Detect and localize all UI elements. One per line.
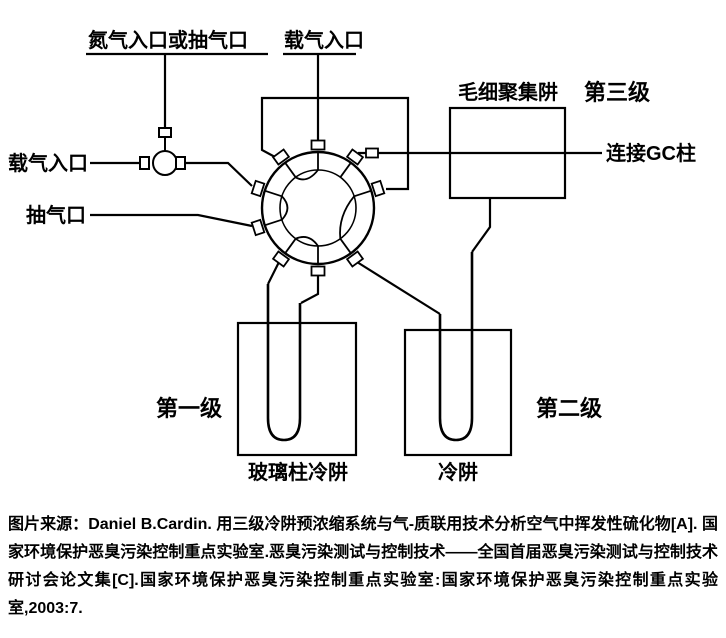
carrier-inlet-left-label: 载气入口 [8, 151, 88, 175]
bypass-line [260, 96, 410, 191]
valve-left-fitting [139, 156, 150, 170]
nitrogen-inlet-label: 氮气入口或抽气口 [88, 28, 248, 52]
shutoff-valve [139, 127, 186, 176]
trap2-u-tube [438, 252, 474, 442]
cold-trap [403, 252, 513, 457]
gc-column-label: 连接GC柱 [606, 141, 696, 165]
tubing-lines [86, 52, 602, 315]
glass-column-trap-label: 玻璃柱冷阱 [248, 460, 348, 484]
glass-column-trap [236, 284, 358, 457]
rotary-valve-port-fittings [250, 139, 386, 277]
trap2-to-trap3-riser [471, 198, 492, 253]
rotary-valve-port-stubs [264, 152, 372, 264]
rotary-valve-rotor-channels [281, 169, 355, 247]
stage1-label: 第一级 [156, 396, 222, 421]
rotary-valve [250, 139, 386, 277]
cold-trap-label: 冷阱 [438, 460, 478, 484]
preconcentration-diagram: 氮气入口或抽气口 载气入口 载气入口 抽气口 毛细聚集阱 连接GC柱 玻璃柱冷阱… [8, 28, 696, 484]
trap2-dewar [403, 328, 513, 457]
capillary-trap-box [448, 106, 567, 200]
valve-right-fitting [175, 156, 186, 170]
trap1-u-tube [266, 284, 302, 442]
pump-leader [90, 213, 253, 228]
carrier-inlet-top-label: 载气入口 [284, 28, 364, 52]
trap2-left-feed [356, 261, 441, 315]
stage2-label: 第二级 [536, 396, 602, 421]
trap1-left-feed [267, 261, 280, 285]
valve-body [152, 150, 178, 176]
stage3-label: 第三级 [584, 80, 650, 105]
trap1-dewar [236, 321, 358, 457]
figure-caption: 图片来源：Daniel B.Cardin. 用三级冷阱预浓缩系统与气-质联用技术… [8, 516, 718, 617]
valve-top-fitting [158, 127, 172, 138]
small-valve-outlet [185, 161, 253, 187]
trap1-right-feed [300, 276, 320, 304]
rotary-valve-inner-ring [279, 169, 357, 247]
pump-port-label: 抽气口 [26, 203, 86, 227]
capillary-trap-label: 毛细聚集阱 [458, 80, 558, 104]
